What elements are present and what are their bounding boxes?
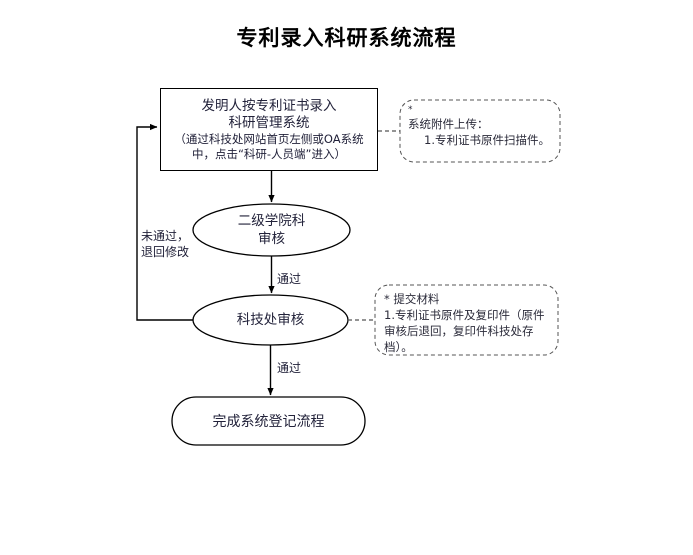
page-title: 专利录入科研系统流程 [236, 26, 457, 50]
node-college-review-line-1: 二级学院科 [237, 213, 306, 229]
node-entry-note-line-1: （通过科技处网站首页左侧或OA系统 [174, 131, 364, 146]
note-upload: * 系统附件上传： 1.专利证书原件扫描件。 [400, 100, 560, 162]
edge-label-reject: 未通过， 退回修改 [141, 228, 189, 260]
node-entry-line-2: 科研管理系统 [228, 114, 310, 131]
note-upload-marker: * [408, 105, 413, 115]
node-entry[interactable]: 发明人按专利证书录入 科研管理系统 （通过科技处网站首页左侧或OA系统 中，点击… [160, 88, 378, 171]
node-done-line-1: 完成系统登记流程 [212, 414, 325, 430]
node-entry-line-1: 发明人按专利证书录入 [201, 97, 337, 114]
edge-label-reject-line-2: 退回修改 [141, 245, 190, 259]
edge-label-reject-line-1: 未通过， [141, 229, 190, 243]
note-submit-line-2: 1.专利证书原件及复印件（原件 [384, 308, 545, 322]
node-done[interactable]: 完成系统登记流程 [172, 397, 365, 445]
note-submit: * 提交材料 1.专利证书原件及复印件（原件 审核后退回，复印件科技处存 档）。 [375, 285, 558, 355]
edge-label-pass-first: 通过 [277, 272, 302, 286]
edge-label-pass-second: 通过 [277, 361, 302, 375]
node-office-review-line-1: 科技处审核 [236, 312, 305, 328]
note-submit-line-4: 档）。 [384, 340, 413, 354]
node-college-review[interactable]: 二级学院科 审核 [193, 204, 350, 256]
note-submit-line-1: * 提交材料 [384, 292, 440, 306]
note-submit-line-3: 审核后退回，复印件科技处存 [384, 324, 534, 338]
note-upload-line-1: 系统附件上传： [408, 117, 489, 131]
note-upload-line-2: 1.专利证书原件扫描件。 [424, 133, 550, 147]
node-office-review[interactable]: 科技处审核 [193, 295, 348, 345]
node-entry-note-line-2: 中，点击“科研-人员端”进入） [191, 146, 347, 161]
node-college-review-line-2: 审核 [258, 231, 285, 247]
